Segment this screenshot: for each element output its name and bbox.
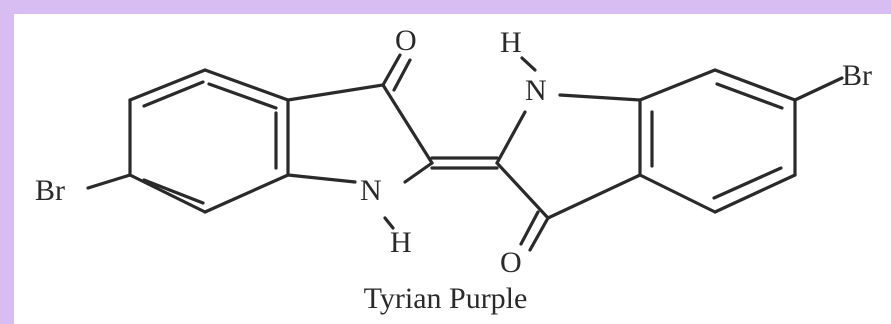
right-pyrrolone-ring	[495, 56, 642, 252]
figure-caption: Tyrian Purple	[363, 282, 528, 315]
atom-h-top: H	[500, 26, 522, 59]
left-br-bond	[86, 173, 132, 190]
atom-o-bottom: O	[500, 246, 522, 279]
left-benzene-ring	[128, 68, 290, 214]
right-benzene-ring	[638, 68, 844, 214]
atom-n-top: N	[525, 74, 547, 107]
atom-o-top: O	[395, 24, 417, 57]
atom-n-bottom: N	[360, 174, 382, 207]
central-double-bond	[430, 156, 499, 170]
atom-br-left: Br	[35, 174, 65, 207]
atom-br-right: Br	[842, 59, 872, 92]
left-pyrrolone-ring	[286, 53, 434, 230]
atom-h-bottom: H	[390, 226, 412, 259]
